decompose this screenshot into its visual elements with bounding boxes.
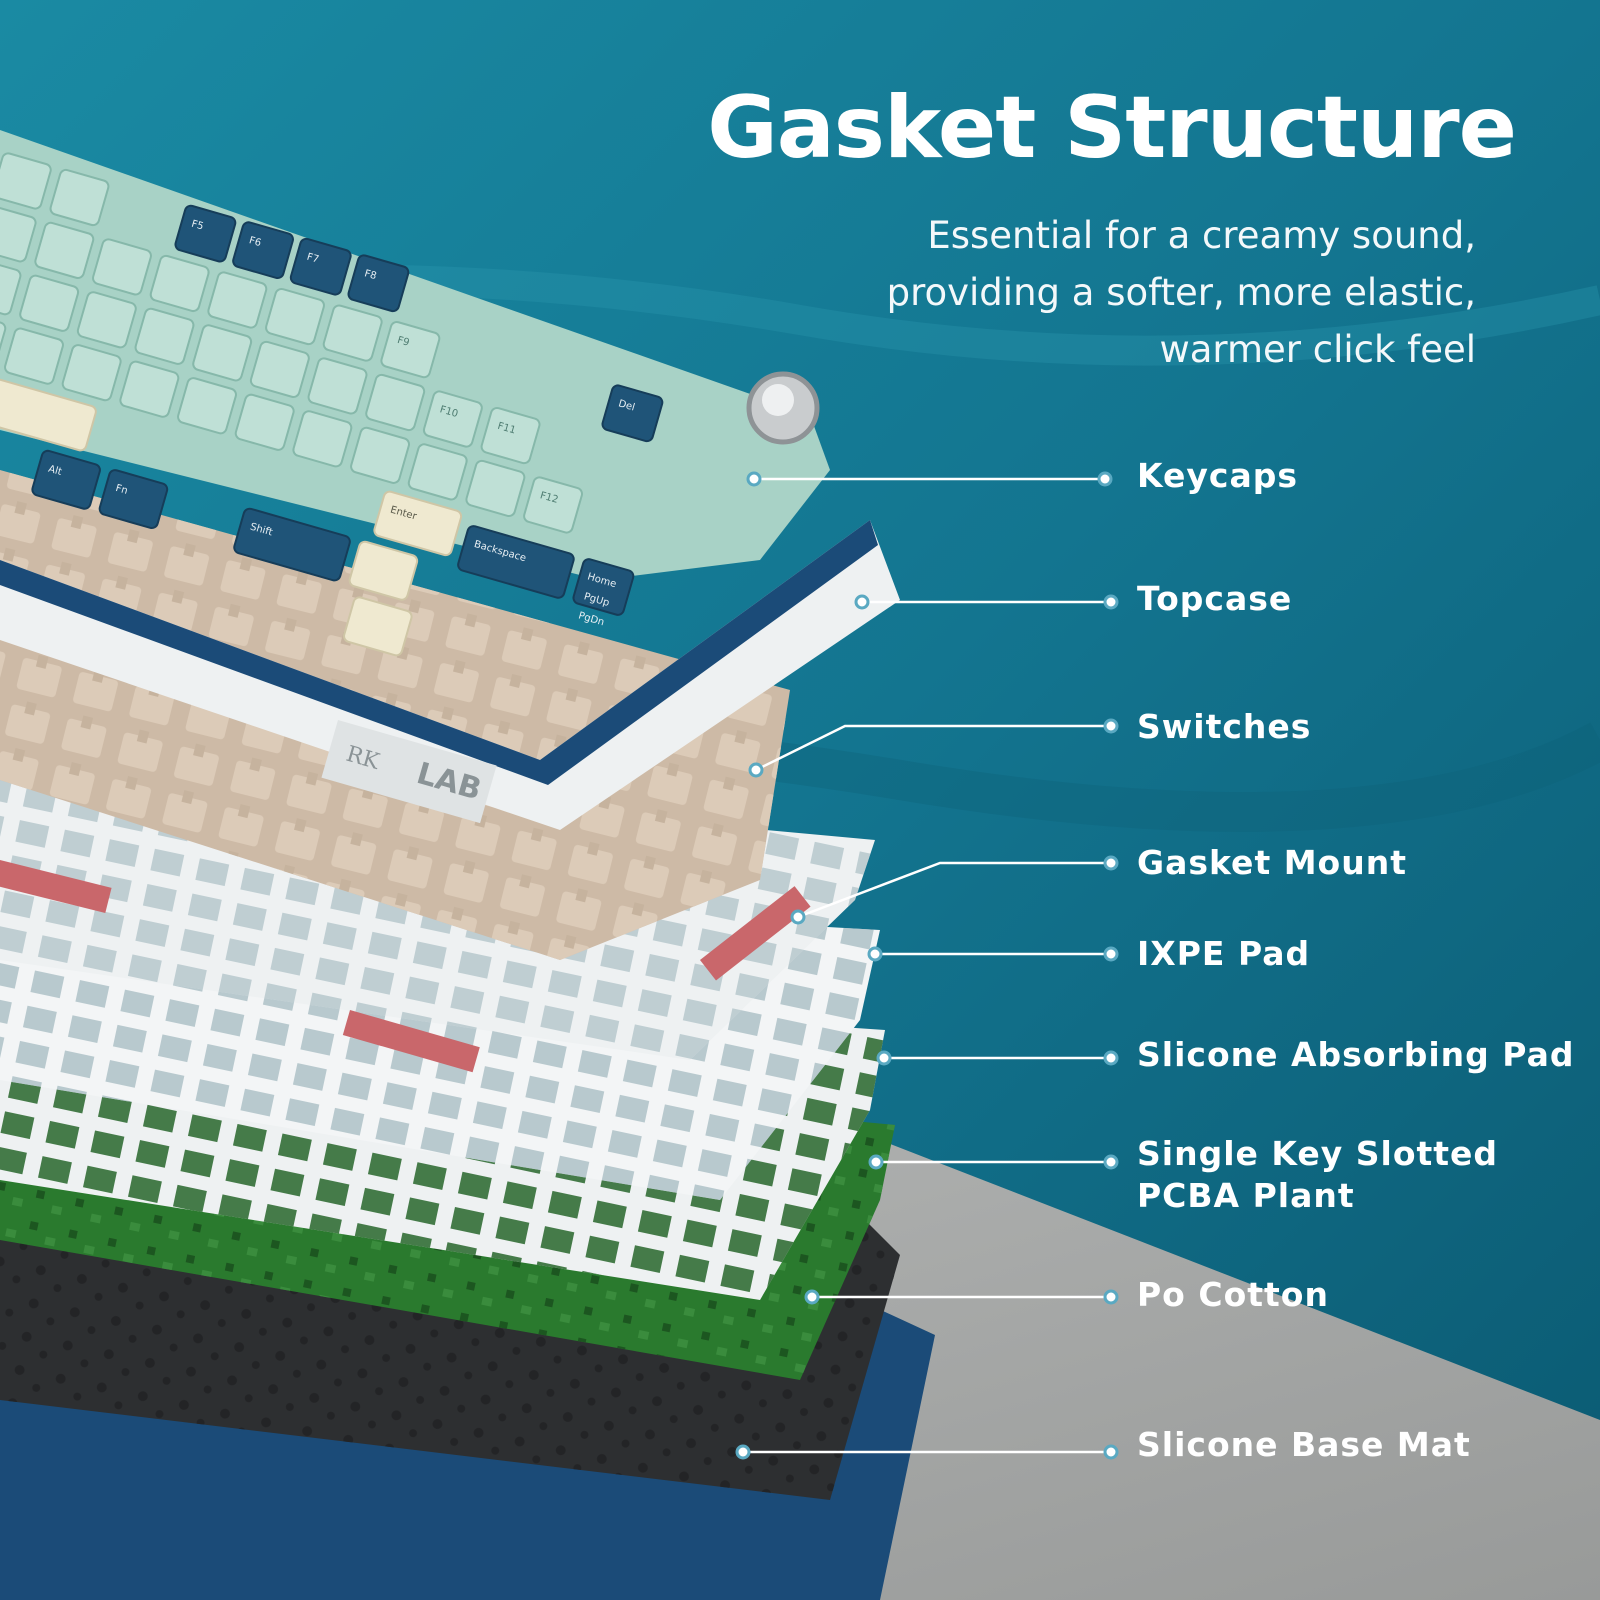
- label-slicone-absorbing-pad: Slicone Absorbing Pad: [1137, 1035, 1575, 1074]
- label-switches: Switches: [1137, 707, 1312, 746]
- label-topcase: Topcase: [1137, 579, 1293, 618]
- label-slicone-base-mat: Slicone Base Mat: [1137, 1425, 1471, 1464]
- gasket-strip: [342, 1009, 480, 1073]
- callout-lines: [743, 477, 1111, 1454]
- topcase-badge: [321, 720, 497, 824]
- key-legend-f5: F5: [190, 219, 205, 233]
- subtitle-line: warmer click feel: [1159, 328, 1476, 371]
- key-legend-f12: F12: [539, 490, 560, 506]
- gasket-strip: [700, 886, 811, 981]
- callout-dots: [735, 471, 1119, 1460]
- key-legend-f10: F10: [438, 404, 459, 420]
- label-keycaps: Keycaps: [1137, 456, 1298, 495]
- key-legend-f11: F11: [496, 421, 517, 437]
- key-legend-f6: F6: [248, 235, 263, 249]
- label-pcba-line-1: Single Key Slotted: [1137, 1134, 1499, 1173]
- label-ixpe-pad: IXPE Pad: [1137, 934, 1311, 973]
- key-legend-f8: F8: [363, 268, 378, 282]
- page-title: Gasket Structure: [707, 78, 1517, 178]
- label-gasket-mount: Gasket Mount: [1137, 843, 1407, 882]
- keycap-grid: F5 F6 F7 F8 F9 F10 F11 F12 Del Backspace…: [0, 152, 664, 657]
- subtitle-line: Essential for a creamy sound,: [927, 214, 1476, 257]
- gasket-strip: [0, 860, 112, 914]
- key-legend-f7: F7: [305, 252, 320, 266]
- label-pcba-line-2: PCBA Plant: [1137, 1176, 1355, 1215]
- label-po-cotton: Po Cotton: [1137, 1275, 1329, 1314]
- key-legend-fn: Fn: [114, 483, 129, 497]
- key-legend-del: Del: [617, 398, 636, 413]
- key-legend-f9: F9: [396, 335, 411, 349]
- key-legend-alt: Alt: [47, 464, 63, 478]
- subtitle-line: providing a softer, more elastic,: [886, 271, 1476, 314]
